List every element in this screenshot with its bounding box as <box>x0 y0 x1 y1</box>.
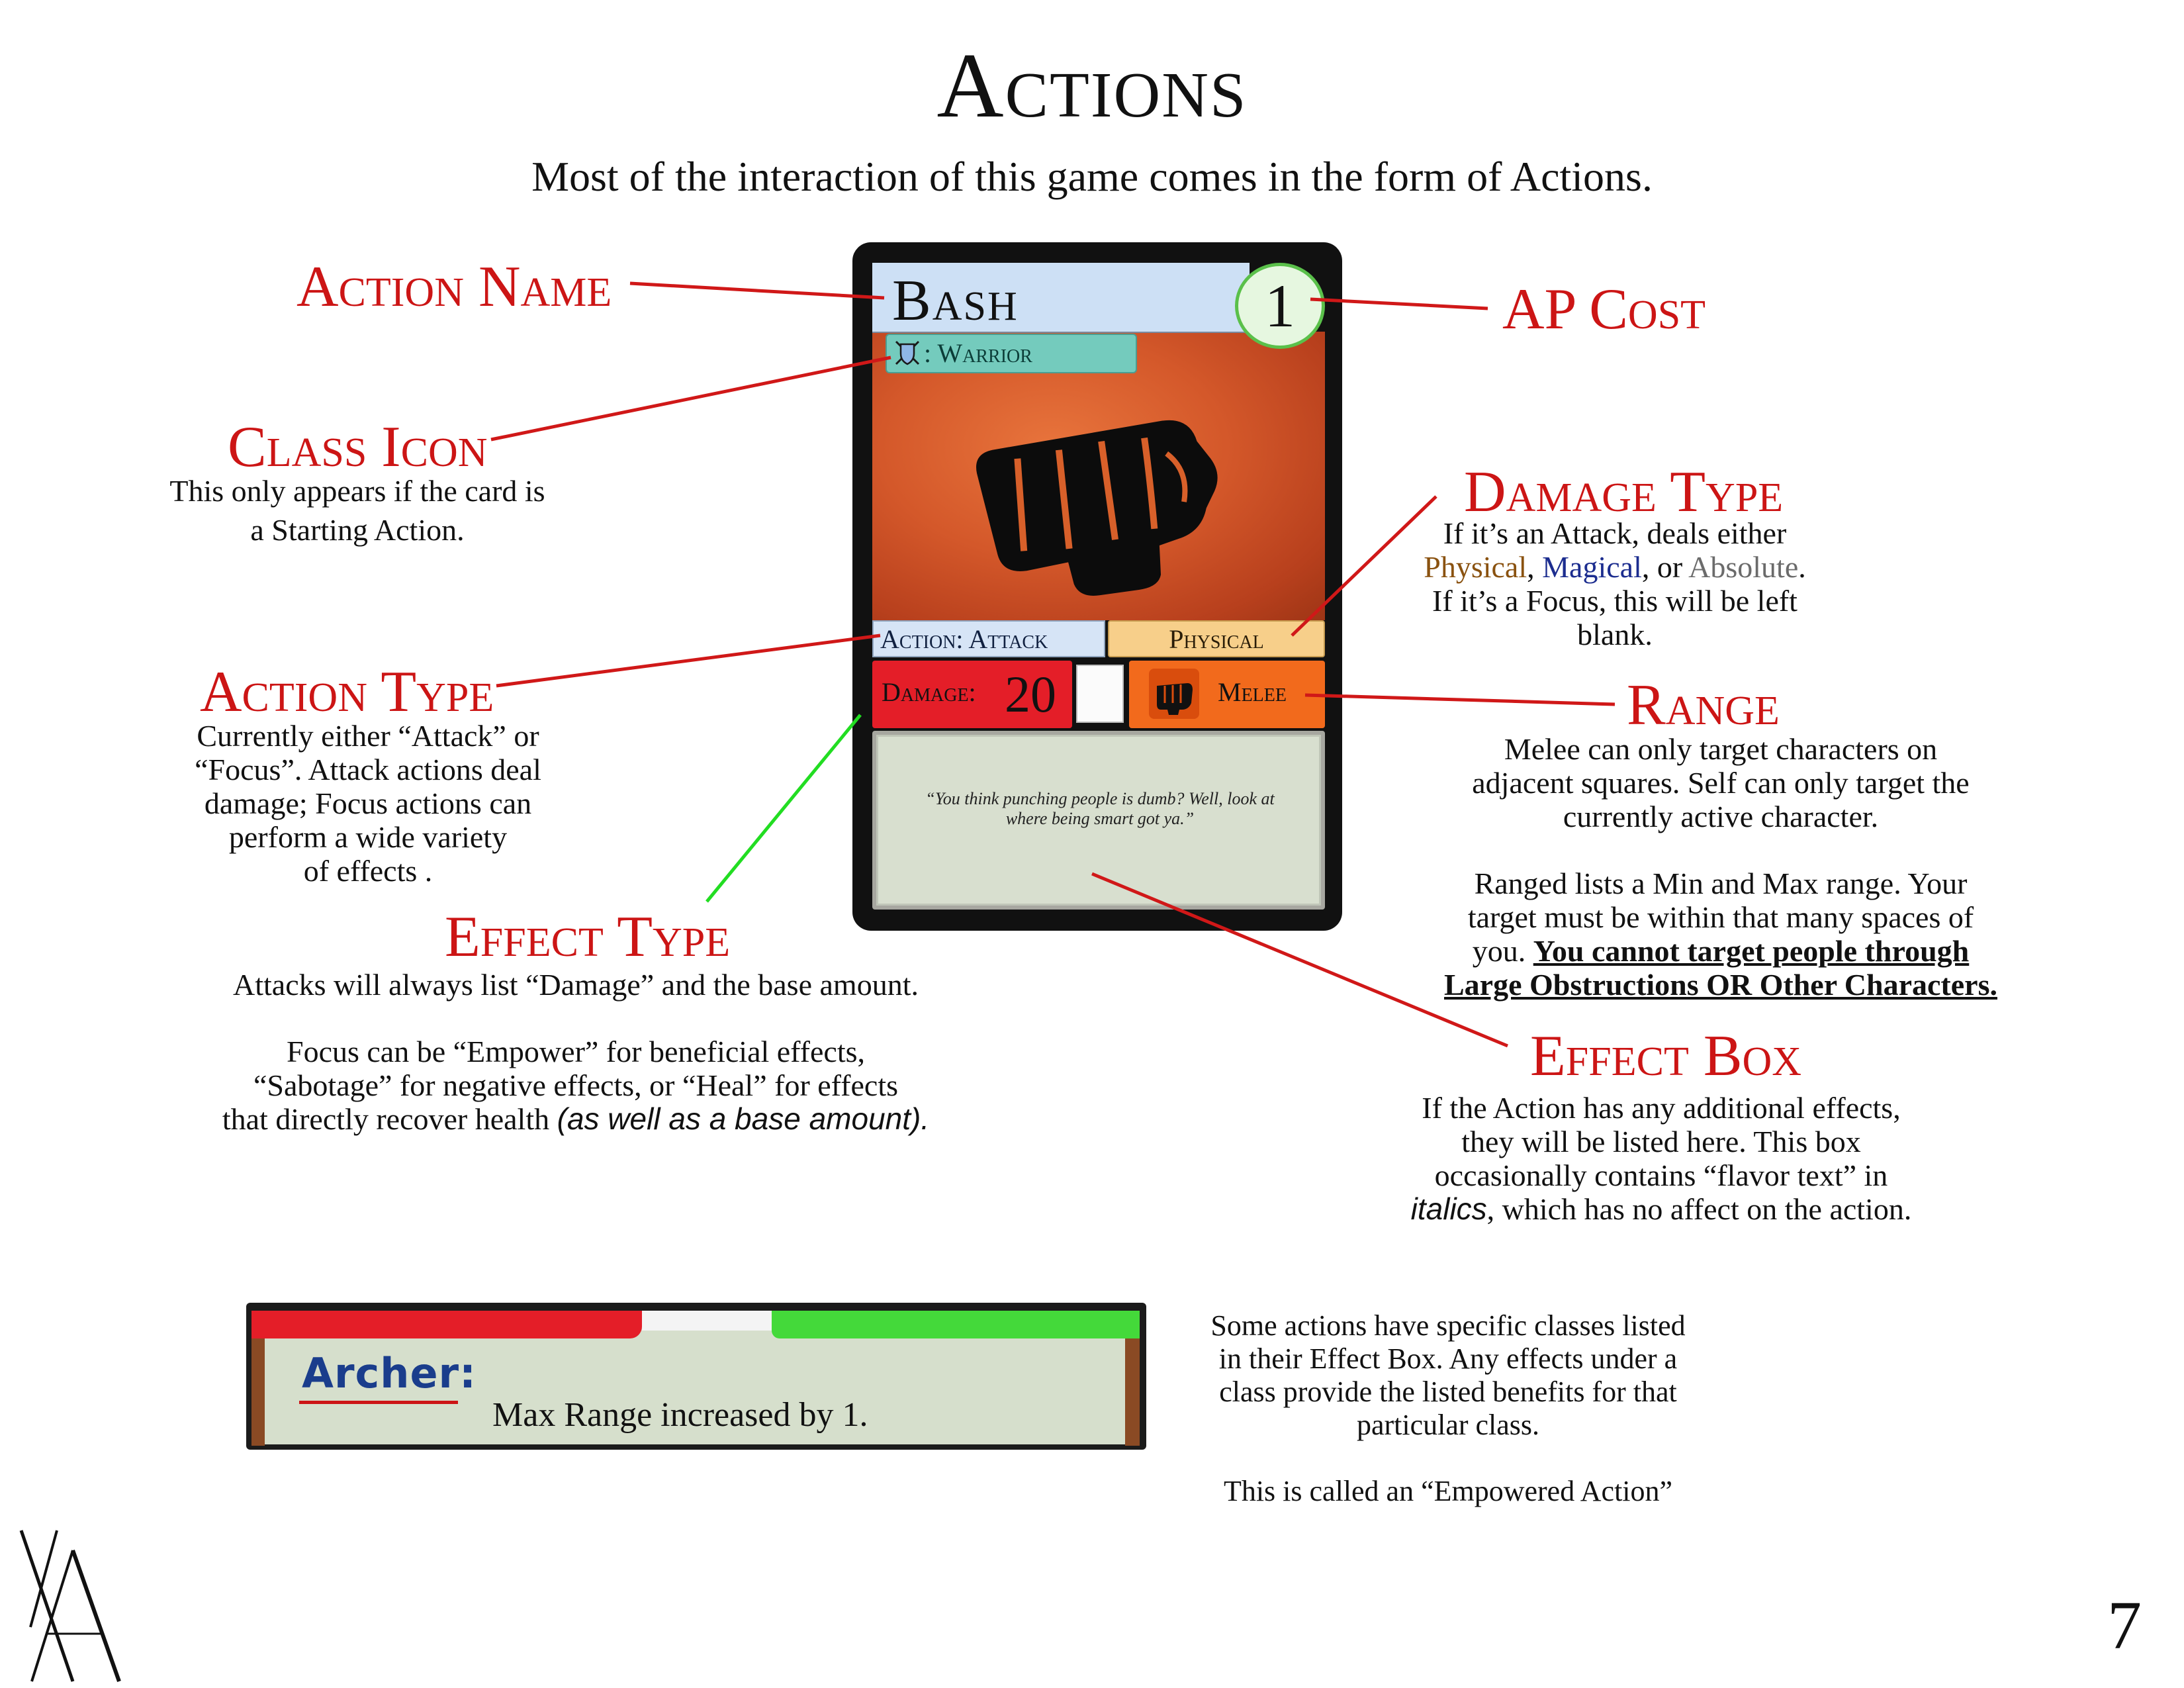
excerpt-class-name: Archer: <box>302 1349 477 1397</box>
range-description: Melee can only target characters on adja… <box>1444 732 1997 1002</box>
effect-type-description: Attacks will always list “Damage” and th… <box>222 968 930 1136</box>
blank-slot <box>1076 665 1124 723</box>
excerpt-effect-box <box>259 1327 1132 1444</box>
class-tag-label: : Warrior <box>924 338 1032 368</box>
leader-action-name <box>629 281 885 300</box>
heading-effect-type: Effect Type <box>445 905 731 969</box>
effect-value: 20 <box>1005 665 1056 723</box>
heading-ap-cost: AP Cost <box>1502 277 1706 342</box>
card-name-bar <box>872 263 1250 333</box>
effect-type-bar <box>872 661 1072 728</box>
heading-damage-type: Damage Type <box>1464 460 1784 524</box>
excerpt-blank-slot <box>642 1311 772 1331</box>
range-fist-icon <box>1149 669 1199 719</box>
leader-class-icon <box>490 355 891 442</box>
leader-range <box>1304 693 1615 706</box>
heading-range: Range <box>1627 673 1780 737</box>
effect-type-label: Damage: <box>882 677 976 707</box>
leader-action-type <box>496 633 881 688</box>
heading-class-icon: Class Icon <box>228 415 488 479</box>
excerpt-damage-bar <box>251 1311 642 1338</box>
shield-swords-icon <box>895 340 920 365</box>
excerpt-class-underline <box>299 1401 458 1404</box>
excerpt-left-edge <box>251 1327 265 1446</box>
excerpt-right-edge <box>1125 1327 1140 1446</box>
card-name: Bash <box>892 269 1019 333</box>
heading-action-type: Action Type <box>200 660 494 724</box>
empowered-action-note: Some actions have specific classes liste… <box>1210 1309 1686 1507</box>
heading-effect-box: Effect Box <box>1530 1024 1802 1088</box>
action-type-description: Currently either “Attack” or “Focus”. At… <box>195 719 541 888</box>
excerpt-range-bar <box>772 1311 1140 1338</box>
ap-cost-badge: 1 <box>1235 263 1325 349</box>
page-title: Actions <box>936 34 1248 137</box>
leader-effect-type <box>705 714 862 903</box>
fist-icon <box>976 420 1218 596</box>
damage-type-label: Physical <box>1169 624 1264 654</box>
class-icon-description: This only appears if the card is a Start… <box>169 474 545 547</box>
excerpt-effect-text: Max Range increased by 1. <box>492 1396 868 1434</box>
page-intro: Most of the interaction of this game com… <box>531 153 1653 200</box>
heading-action-name: Action Name <box>296 255 612 319</box>
damage-type-description: If it’s an Attack, deals either Physical… <box>1424 516 1806 651</box>
va-logo <box>19 1530 121 1682</box>
class-tag <box>886 334 1137 373</box>
damage-type-bar <box>1108 620 1325 657</box>
flavor-text: “You think punching people is dumb? Well… <box>925 789 1275 828</box>
effect-box-description: If the Action has any additional effects… <box>1410 1091 1912 1226</box>
page-number: 7 <box>2107 1587 2142 1664</box>
action-type-label: Action: Attack <box>880 624 1048 654</box>
range-label: Melee <box>1218 677 1287 707</box>
